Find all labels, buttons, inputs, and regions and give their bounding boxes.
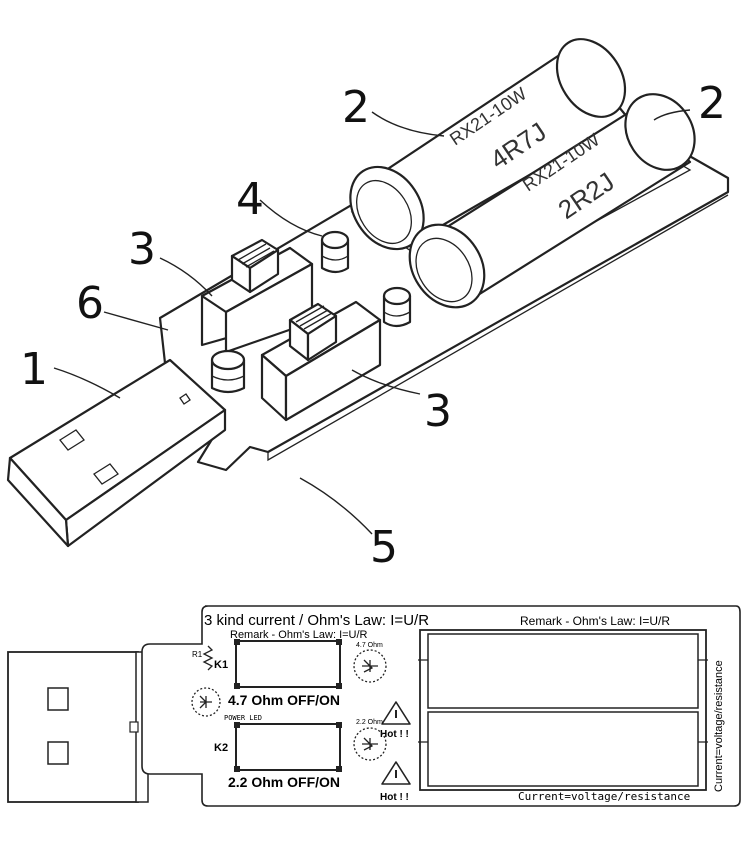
hot-warning-icon-2	[381, 761, 411, 785]
led2-value: 2.2 Ohm	[356, 719, 383, 726]
power-led-icon	[191, 687, 221, 717]
hot-label-2: Hot ! !	[380, 792, 409, 803]
callout-4: 4	[236, 174, 264, 225]
callout-2b: 2	[698, 78, 726, 129]
callout-3b: 3	[424, 386, 452, 437]
k2-label: K2	[214, 742, 228, 754]
callout-3a: 3	[128, 224, 156, 275]
callout-1: 1	[20, 344, 48, 395]
k1-switch-label: 4.7 Ohm OFF/ON	[228, 692, 340, 708]
isometric-drawing: RX21-10W 4R7J RX21-10W 2R2J 1 2 2 3	[6, 38, 730, 573]
pcb-usb-plug	[7, 651, 149, 803]
board-remark-top: Remark - Ohm's Law: I=U/R	[520, 614, 670, 628]
usb-plug	[6, 358, 227, 548]
led1-value: 4.7 Ohm	[356, 642, 383, 649]
board-remark-left: Remark - Ohm's Law: I=U/R	[230, 629, 368, 641]
r1-label: R1	[192, 650, 203, 659]
led-indicator-a	[320, 230, 350, 274]
slide-switch-b	[260, 300, 382, 422]
pcb-layout: 3 kind current / Ohm's Law: I=U/R Remark…	[7, 605, 741, 807]
callout-2a: 2	[342, 82, 370, 133]
k1-switch-footprint	[234, 639, 342, 689]
k2-switch-footprint	[234, 722, 342, 772]
k2-switch-label: 2.2 Ohm OFF/ON	[228, 774, 340, 790]
hot-label-1: Hot ! !	[380, 729, 409, 740]
led2-icon	[353, 727, 387, 761]
leader-lines	[53, 109, 691, 535]
board-side-text: Current=voltage/resistance	[713, 660, 725, 792]
board-title: 3 kind current / Ohm's Law: I=U/R	[204, 612, 429, 629]
r1-resistor-icon	[202, 645, 214, 671]
board-footer: Current=voltage/resistance	[518, 790, 690, 803]
pcb-outline	[141, 605, 741, 807]
callout-6: 6	[76, 278, 104, 329]
power-led-label: POWER LED	[224, 714, 262, 722]
hot-warning-icon-1	[381, 701, 411, 725]
resistor-footprints	[418, 629, 708, 791]
led1-icon	[353, 649, 387, 683]
callout-5: 5	[370, 522, 398, 573]
led-power	[210, 349, 246, 394]
k1-label: K1	[214, 659, 228, 671]
led-indicator-b	[382, 286, 412, 328]
